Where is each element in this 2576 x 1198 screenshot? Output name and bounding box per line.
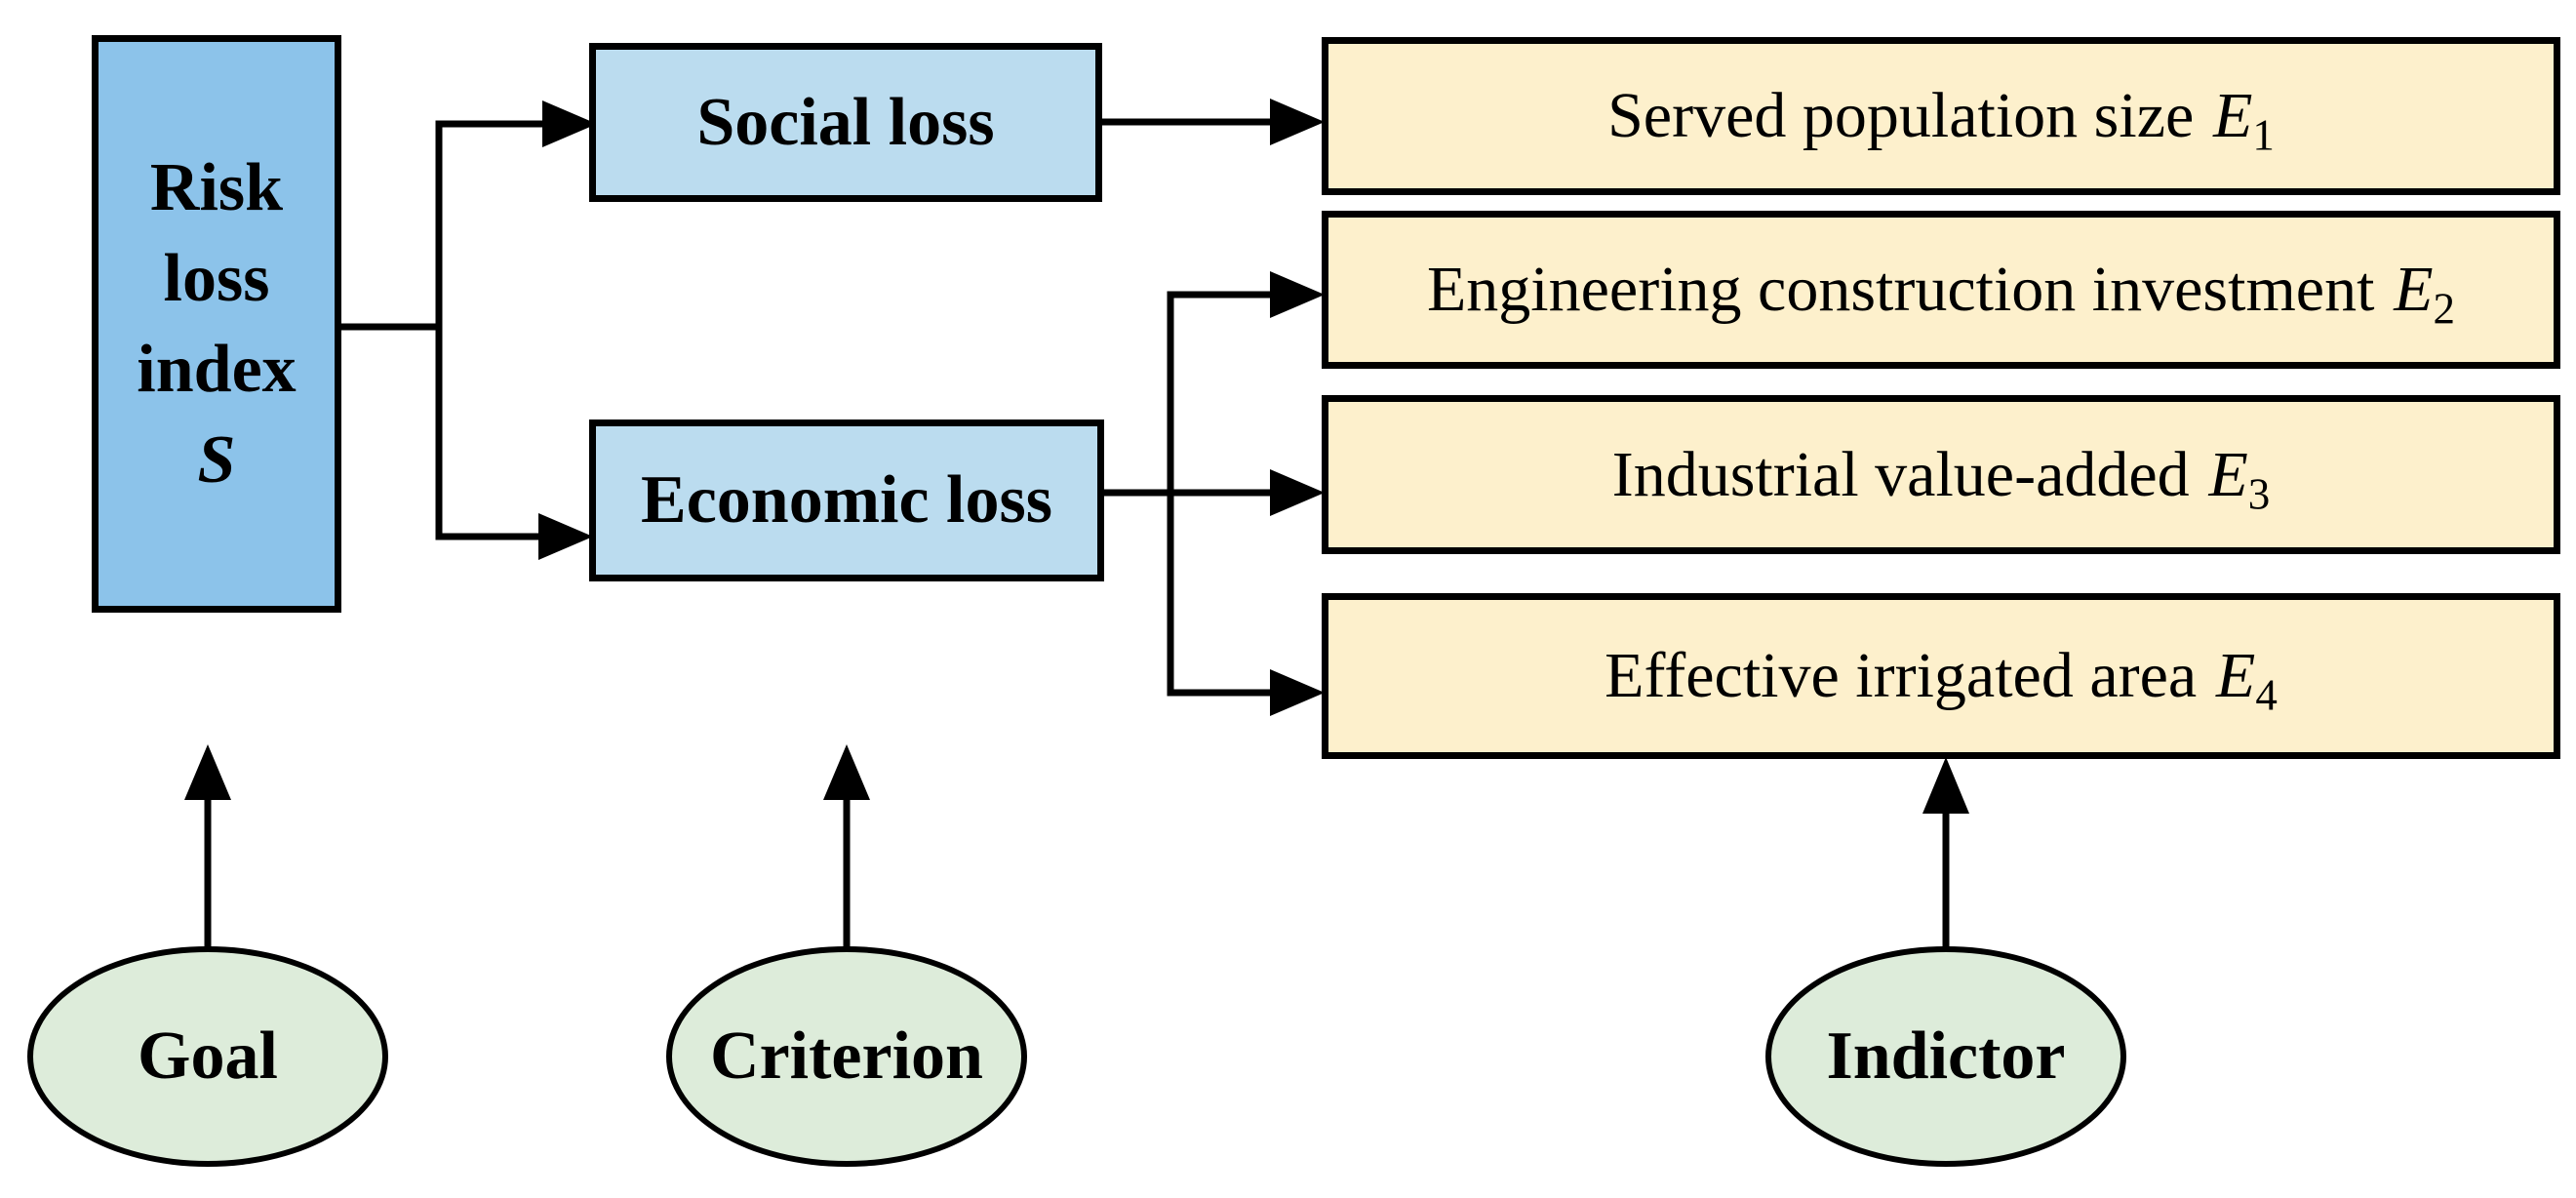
arrowhead-criterion-up (823, 744, 870, 800)
indicator-box-e2: Engineering construction investment E2 (1322, 211, 2560, 369)
arrowhead-e2 (1270, 271, 1325, 318)
indicator-box-e4: Effective irrigated area E4 (1322, 593, 2560, 759)
indicator-e4-text: Effective irrigated area (1605, 640, 2198, 711)
goal-ellipse: Goal (27, 946, 388, 1167)
criterion-ellipse: Criterion (666, 946, 1027, 1167)
risk-box-line-3: index (137, 332, 297, 407)
arrowhead-economic (538, 513, 593, 560)
risk-box-symbol: S (197, 422, 236, 498)
indicator-box-e3: Industrial value-added E3 (1322, 395, 2560, 554)
indicator-e2-symbol: E2 (2394, 254, 2456, 334)
arrowhead-e1 (1270, 99, 1325, 145)
indictor-label: Indictor (1826, 1018, 2066, 1094)
arrowhead-goal-up (184, 744, 231, 800)
risk-branch-trunk (435, 120, 548, 540)
arrowhead-e4 (1270, 669, 1325, 716)
indictor-ellipse: Indictor (1765, 946, 2126, 1167)
indicator-e1-symbol: E1 (2213, 80, 2275, 160)
indicator-box-e1: Served population size E1 (1322, 37, 2560, 195)
indicator-e1-text: Served population size (1607, 80, 2195, 151)
social-loss-label: Social loss (696, 84, 995, 160)
goal-label: Goal (138, 1018, 278, 1094)
indicator-e3-symbol: E3 (2208, 438, 2271, 518)
risk-box-line-2: loss (163, 241, 270, 316)
arrowhead-e3 (1270, 469, 1325, 516)
indicator-e4-symbol: E4 (2216, 640, 2278, 720)
arrowhead-indictor-up (1922, 757, 1969, 814)
economic-loss-box: Economic loss (589, 419, 1104, 581)
risk-loss-index-box: Risk loss index S (92, 35, 341, 613)
indicator-e2-text: Engineering construction investment (1426, 254, 2375, 325)
arrowhead-social (542, 100, 597, 147)
economic-branch-trunk (1167, 291, 1276, 697)
risk-box-line-1: Risk (149, 150, 284, 225)
criterion-label: Criterion (710, 1018, 983, 1094)
social-loss-box: Social loss (589, 43, 1102, 202)
indicator-e3-text: Industrial value-added (1611, 438, 2190, 510)
economic-loss-label: Economic loss (641, 462, 1052, 538)
